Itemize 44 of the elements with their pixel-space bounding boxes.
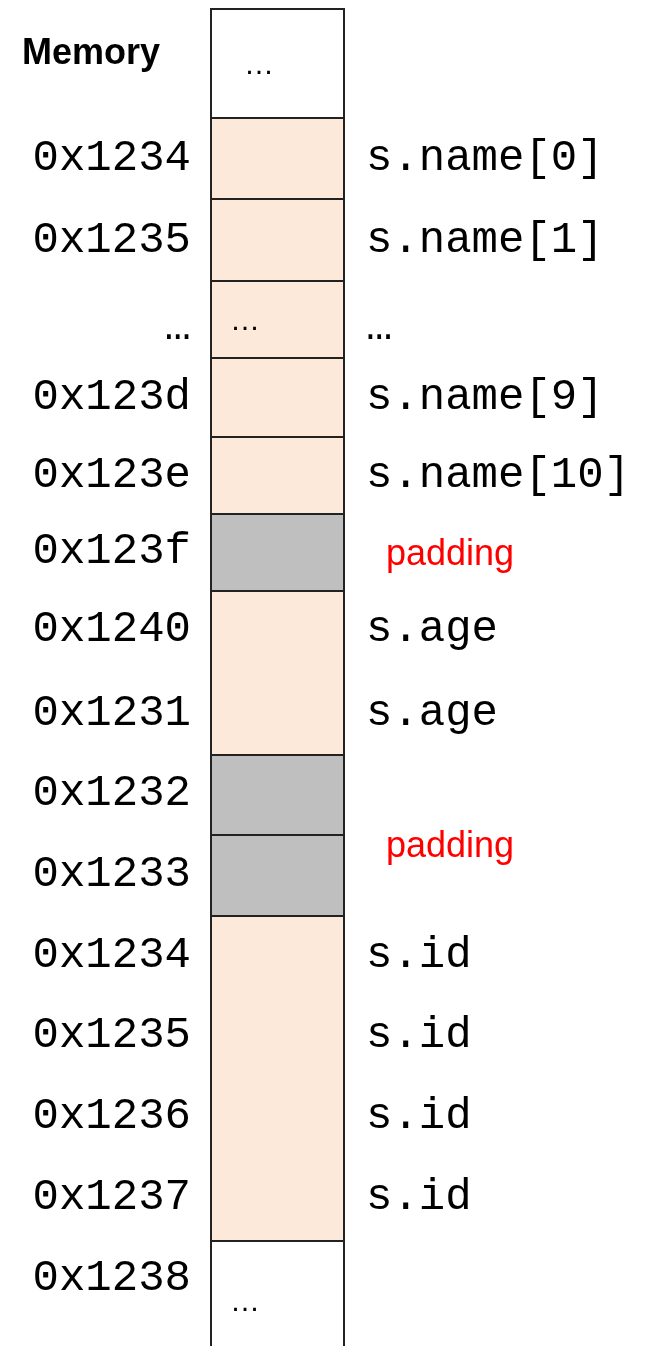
field-label: s.name[9]: [366, 375, 604, 419]
address-label: 0x1240: [32, 607, 191, 651]
address-label: 0x123f: [32, 529, 191, 573]
address-label: 0x1231: [32, 691, 191, 735]
memory-cell: [210, 1240, 345, 1346]
ellipsis-text: …: [230, 1284, 260, 1318]
memory-cell: [210, 513, 345, 590]
memory-cell: [210, 590, 345, 754]
memory-cell: [210, 357, 345, 436]
memory-cell: [210, 8, 345, 117]
memory-cell: [210, 117, 345, 198]
address-label: 0x123e: [32, 453, 191, 497]
ellipsis-text: …: [244, 46, 274, 81]
memory-cell: [210, 436, 345, 513]
field-label: s.id: [366, 1013, 472, 1057]
address-label: 0x123d: [32, 375, 191, 419]
address-label: 0x1233: [32, 852, 191, 896]
padding-label: padding: [386, 535, 515, 571]
address-label: 0x1234: [32, 933, 191, 977]
memory-cell: [210, 834, 345, 915]
field-label: s.id: [366, 933, 472, 977]
field-label: …: [366, 305, 393, 349]
padding-label: padding: [386, 827, 515, 863]
address-label: …: [164, 305, 191, 349]
address-label: 0x1235: [32, 1013, 191, 1057]
column-heading: Memory: [22, 34, 161, 70]
field-label: s.name[0]: [366, 136, 604, 180]
memory-cell: [210, 198, 345, 280]
field-label: s.name[1]: [366, 218, 604, 262]
field-label: s.id: [366, 1094, 472, 1138]
address-label: 0x1232: [32, 771, 191, 815]
memory-cell: [210, 754, 345, 834]
address-label: 0x1235: [32, 218, 191, 262]
field-label: s.name[10]: [366, 453, 631, 497]
memory-cell: [210, 280, 345, 357]
field-label: s.age: [366, 607, 499, 651]
address-label: 0x1238: [32, 1256, 191, 1300]
field-label: s.id: [366, 1175, 472, 1219]
address-label: 0x1234: [32, 136, 191, 180]
address-label: 0x1237: [32, 1175, 191, 1219]
field-label: s.age: [366, 691, 499, 735]
address-label: 0x1236: [32, 1094, 191, 1138]
ellipsis-text: …: [230, 302, 260, 337]
memory-cell: [210, 915, 345, 1240]
